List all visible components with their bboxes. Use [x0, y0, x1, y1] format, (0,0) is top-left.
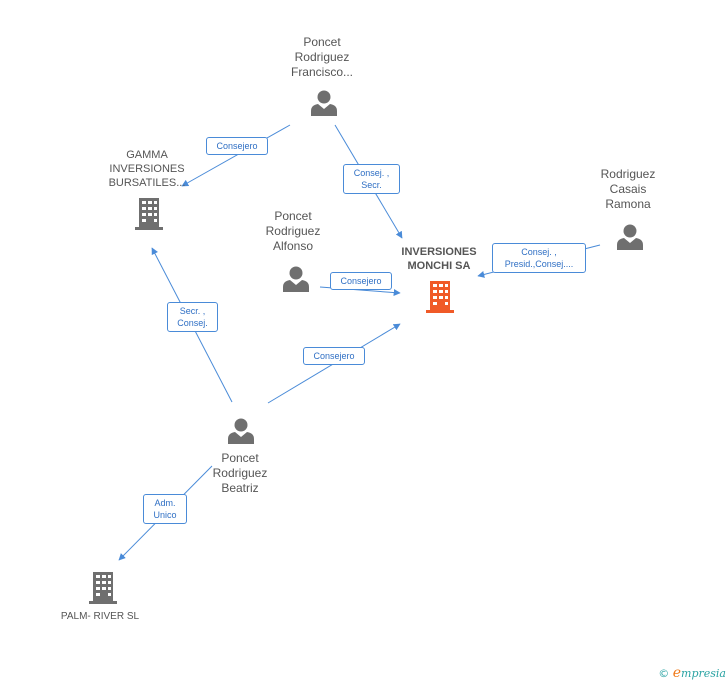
node-label-palm-river[interactable]: PALM- RIVER SL	[60, 611, 140, 622]
empresia-watermark: © empresia	[658, 665, 726, 681]
person-icon	[617, 224, 643, 250]
brand-initial: e	[672, 665, 682, 681]
node-label-inversiones-monchi[interactable]: INVERSIONES MONCHI SA	[401, 246, 477, 272]
node-label-gamma[interactable]: GAMMA INVERSIONES BURSATILES...	[108, 149, 186, 189]
edge-label-alfonso-monchi: Consejero	[330, 272, 392, 290]
edge-label-beatriz-palm: Adm. Unico	[143, 494, 187, 524]
copyright-icon: ©	[658, 667, 670, 680]
node-label-poncet-beatriz[interactable]: Poncet Rodriguez Beatriz	[212, 451, 268, 495]
building-icon	[89, 572, 117, 604]
building-icon	[426, 281, 454, 313]
node-label-poncet-francisco[interactable]: Poncet Rodriguez Francisco...	[290, 35, 353, 79]
edge-label-casais-monchi: Consej. , Presid.,Consej....	[492, 243, 586, 273]
edge-francisco-gamma	[181, 124, 291, 187]
edge-label-beatriz-monchi: Consejero	[303, 347, 365, 365]
edge-label-francisco-gamma: Consejero	[206, 137, 268, 155]
edge-label-francisco-monchi: Consej. , Secr.	[343, 164, 400, 194]
person-icon	[311, 90, 337, 116]
node-label-rodriguez-casais[interactable]: Rodriguez Casais Ramona	[600, 167, 656, 211]
building-icon	[135, 198, 163, 230]
person-icon	[283, 266, 309, 292]
edge-label-beatriz-gamma: Secr. , Consej.	[167, 302, 218, 332]
node-label-poncet-alfonso[interactable]: Poncet Rodriguez Alfonso	[265, 209, 321, 253]
person-icon	[228, 418, 254, 444]
brand-name: mpresia	[681, 667, 726, 680]
